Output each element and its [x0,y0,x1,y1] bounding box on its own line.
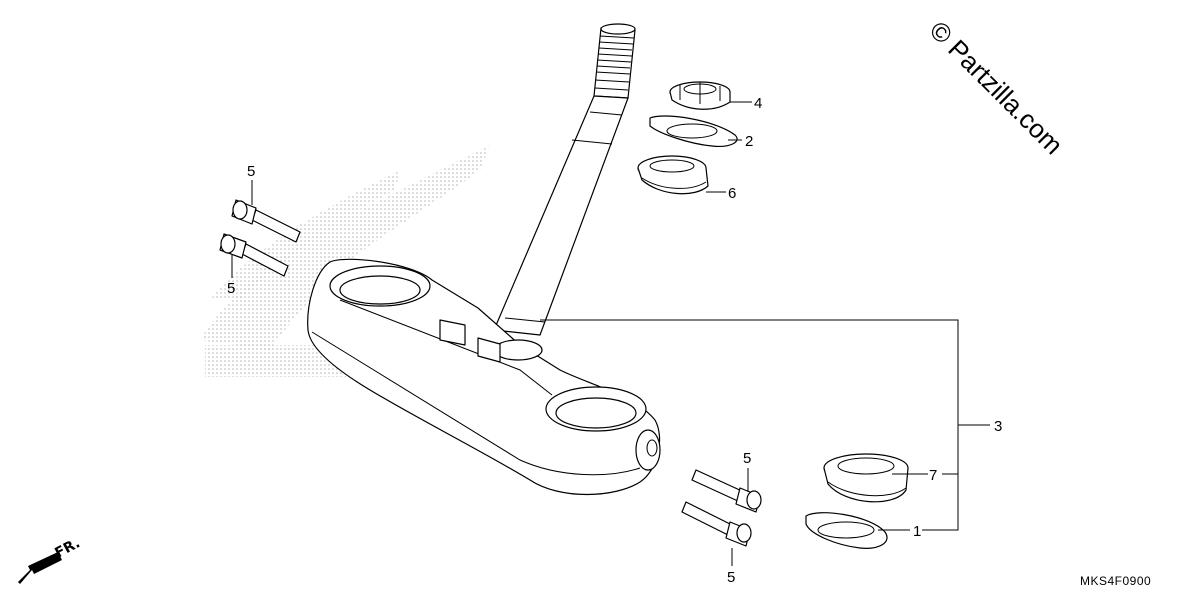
callout-5-lower-a: 5 [743,450,751,467]
callout-2: 2 [745,133,753,150]
callout-5-mid: 5 [227,280,235,297]
stem-nut-part-4 [669,81,731,110]
callout-6: 6 [728,185,736,202]
diagram-code: MKS4F0900 [1080,574,1151,588]
callout-5-lower-b: 5 [727,569,735,586]
front-label: FR. [52,535,82,561]
bottom-bridge [307,258,661,495]
bolt-part-5-lower-b [681,501,752,547]
leader-lines [231,101,990,566]
callout-4: 4 [754,95,762,112]
upper-bearing-part-6 [637,155,709,195]
bolt-part-5-upper-b [219,233,289,277]
callout-labels: 4 2 6 5 5 5 5 7 1 3 [227,95,1002,586]
bolt-part-5-upper-a [231,199,301,243]
callout-1: 1 [913,523,921,540]
callout-3: 3 [994,418,1002,435]
front-indicator: FR. [18,535,83,584]
watermark: © Partzilla.com [924,15,1069,160]
dust-seal-part-1 [805,512,888,549]
lower-bearing-part-7 [823,453,909,503]
callout-7: 7 [929,467,937,484]
bolt-part-5-lower-a [691,469,762,513]
steering-stem [493,23,636,336]
callout-5-upper: 5 [247,163,255,180]
front-arrow-icon [18,552,62,584]
dust-seal-part-2 [649,115,738,147]
